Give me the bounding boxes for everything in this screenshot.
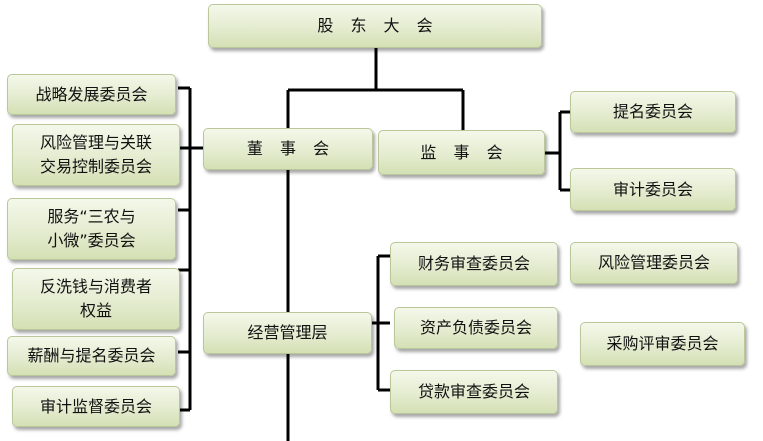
board-committee-risk-related-party: 风险管理与关联 交易控制委员会: [12, 124, 180, 186]
board-committee-aml-consumer-rights: 反洗钱与消费者 权益: [12, 268, 180, 330]
board-committee-remuneration-nomination: 薪酬与提名委员会: [7, 336, 176, 376]
board-of-directors-node: 董 事 会: [203, 128, 373, 170]
procurement-review-committee: 采购评审委员会: [580, 322, 745, 366]
management-node: 经营管理层: [203, 312, 372, 354]
supervisor-committee-audit: 审计委员会: [570, 168, 736, 211]
management-committee-finance-review: 财务审查委员会: [390, 242, 558, 286]
management-committee-loan-review: 贷款审查委员会: [390, 370, 558, 414]
management-committee-asset-liability: 资产负债委员会: [394, 307, 558, 349]
shareholders-meeting-node: 股 东 大 会: [208, 4, 542, 48]
supervisor-committee-nomination: 提名委员会: [570, 91, 736, 133]
board-committee-audit-supervision: 审计监督委员会: [12, 386, 180, 427]
board-committee-strategy: 战略发展委员会: [7, 74, 176, 115]
board-committee-agriculture-small-micro: 服务“三农与 小微”委员会: [7, 198, 176, 260]
risk-management-committee: 风险管理委员会: [570, 242, 738, 284]
board-of-supervisors-node: 监 事 会: [378, 130, 545, 175]
